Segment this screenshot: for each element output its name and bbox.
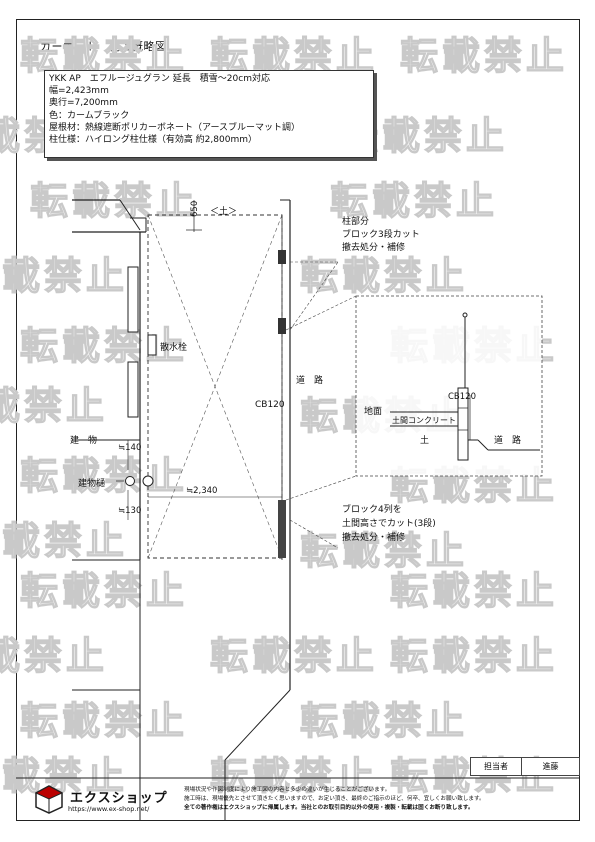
pillar-note: 柱部分 ブロック3段カット 撤去処分・補修 xyxy=(342,216,420,255)
footer-note: 全ての著作権はエクスショップに帰属します。当社とのお取引目的以外の使用・複製・転… xyxy=(184,805,474,811)
pillar-note-line: ブロック3段カット xyxy=(342,230,420,240)
footer-note: 施工時は、現場優先とさせて頂きたく思いますので、お定い頂き、最終のご指示のほど、… xyxy=(184,796,485,802)
road-line xyxy=(477,439,489,451)
window xyxy=(127,266,139,333)
drain-label: 散水栓 xyxy=(160,343,188,353)
window xyxy=(127,361,139,418)
post-block xyxy=(278,250,286,264)
staff-box: 担当者 進藤 xyxy=(470,757,580,776)
building-line xyxy=(119,199,141,231)
section-detail-box xyxy=(355,295,543,477)
section-soil-label: 土 xyxy=(420,436,430,446)
spec-width: 幅=2,423mm xyxy=(49,86,109,97)
section-cb-label: CB120 xyxy=(448,392,476,402)
building-label: 建 物 xyxy=(70,436,98,446)
road-label: 道 路 xyxy=(296,376,324,386)
gutter-pipe xyxy=(125,476,135,486)
pillar-note-line: 柱部分 xyxy=(342,217,370,227)
gutter-label: 建物樋 xyxy=(78,479,106,489)
spec-color: 色：カームブラック xyxy=(49,110,130,121)
block-note-line: 撤去処分・補修 xyxy=(342,533,406,543)
dim-2340: ≒2,340 xyxy=(186,486,218,496)
post-block xyxy=(278,318,286,334)
staff-label: 担当者 xyxy=(471,758,522,775)
gutter-outlet xyxy=(142,475,154,487)
page-title: カーポート 施工概略図 xyxy=(40,40,167,53)
section-road-label: 道 路 xyxy=(494,436,522,446)
leader-line xyxy=(285,295,357,331)
soil-label: ＜土＞ xyxy=(210,207,238,217)
logo-box-icon xyxy=(34,785,64,814)
logo-url: https://www.ex-shop.net/ xyxy=(68,805,150,813)
dim-650: 650 xyxy=(190,200,200,217)
block-note-line: 土間高さでカット(3段) xyxy=(342,519,436,529)
leader-line xyxy=(289,261,339,331)
dim-130: ≒130 xyxy=(118,506,142,516)
leader-line xyxy=(289,519,339,549)
section-concrete-label: 土間コンクリート xyxy=(392,416,456,425)
spec-box: YKK AP エフルージュグラン 延長 積雪～20cm対応 幅=2,423mm … xyxy=(44,70,374,158)
block-note-line: ブロック4列を xyxy=(342,505,402,515)
drain-valve xyxy=(147,334,157,356)
spec-product: YKK AP エフルージュグラン 延長 積雪～20cm対応 xyxy=(49,74,270,84)
carport-outline xyxy=(147,214,283,559)
pillar-note-line: 撤去処分・補修 xyxy=(342,243,406,253)
boundary-line xyxy=(224,689,291,761)
cb-label: CB120 xyxy=(255,400,285,410)
spec-depth: 奥行=7,200mm xyxy=(49,98,118,109)
block-note: ブロック4列を 土間高さでカット(3段) 撤去処分・補修 xyxy=(342,503,436,545)
leader-line xyxy=(285,475,357,501)
staff-name: 進藤 xyxy=(542,762,559,771)
section-post-top xyxy=(462,312,468,318)
drawing-frame xyxy=(16,19,580,821)
footer-note: 現場状況や作図制度により施工図の内容と多少の違いが生じることがございます。 xyxy=(184,787,391,793)
post-block xyxy=(278,500,286,558)
spec-pillar: 柱仕様：ハイロング柱仕様（有効高 約2,800mm） xyxy=(49,135,257,146)
footer-notes: 現場状況や作図制度により施工図の内容と多少の違いが生じることがございます。 施工… xyxy=(184,786,485,813)
dim-140: ≒140 xyxy=(118,443,142,453)
logo-text: エクスショップ xyxy=(70,791,168,806)
section-block xyxy=(457,387,469,461)
carport-diagonal xyxy=(147,214,283,559)
spec-roof: 屋根材：熱線遮断ポリカーボネート（アースブルーマット調） xyxy=(49,122,301,133)
section-ground-label: 地面 xyxy=(364,407,383,417)
